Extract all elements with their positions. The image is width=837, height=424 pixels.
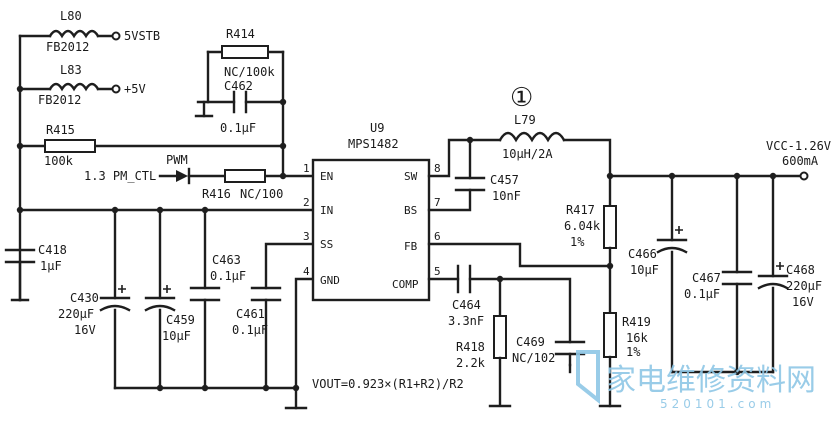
r414-c462-network: R414 NC/100k C462 0.1μF xyxy=(194,27,285,178)
c463-label: C463 xyxy=(212,253,241,267)
l80-value: FB2012 xyxy=(46,40,89,54)
c462-value: 0.1μF xyxy=(220,121,256,135)
pin3-number: 3 xyxy=(303,230,310,243)
c430-voltage: 16V xyxy=(74,323,96,337)
r417-tolerance: 1% xyxy=(570,235,585,249)
c430-value: 220μF xyxy=(58,307,94,321)
l79-label: L79 xyxy=(514,113,536,127)
u9-label: U9 xyxy=(370,121,384,135)
output-capacitors: C466 10μF C467 0.1μF C468 220μF 16V xyxy=(628,174,822,374)
r416-value: NC/100 xyxy=(240,187,283,201)
compensation-network: C464 3.3nF R418 2.2k C469 NC/102 xyxy=(427,264,586,408)
u9-part: MPS1482 xyxy=(348,137,399,151)
c459-label: C459 xyxy=(166,313,195,327)
c464-label: C464 xyxy=(452,298,481,312)
enable-control-path: 1.3 PM_CTL PWM R416 NC/100 xyxy=(84,153,315,201)
pin1-name: EN xyxy=(320,170,333,183)
r419-tolerance: 1% xyxy=(626,345,641,359)
pin5-name: COMP xyxy=(392,278,419,291)
pin4-number: 4 xyxy=(303,265,310,278)
c457-label: C457 xyxy=(490,173,519,187)
pin2-number: 2 xyxy=(303,196,310,209)
r417-label: R417 xyxy=(566,203,595,217)
c469-value: NC/102 xyxy=(512,351,555,365)
c467-value: 0.1μF xyxy=(684,287,720,301)
pin3-name: SS xyxy=(320,238,333,251)
c457-value: 10nF xyxy=(492,189,521,203)
feedback-divider: R417 6.04k 1% R419 16k 1% xyxy=(427,203,651,408)
l83-value: FB2012 xyxy=(38,93,81,107)
net-pm-ctl-label: 1.3 PM_CTL xyxy=(84,169,156,183)
pin8-number: 8 xyxy=(434,162,441,175)
net-5v-label: +5V xyxy=(124,82,146,96)
c467-label: C467 xyxy=(692,271,721,285)
c464-value: 3.3nF xyxy=(448,314,484,328)
watermark: 家电维修资料网 520101.com xyxy=(576,350,816,411)
c461-label: C461 xyxy=(236,307,265,321)
c463-value: 0.1μF xyxy=(210,269,246,283)
pin7-name: BS xyxy=(404,204,417,217)
watermark-text: 家电维修资料网 xyxy=(606,363,816,398)
l80-label: L80 xyxy=(60,9,82,23)
r419-label: R419 xyxy=(622,315,651,329)
pin7-number: 7 xyxy=(434,196,441,209)
pin2-name: IN xyxy=(320,204,333,217)
ferrite-bead-l83: L83 FB2012 +5V xyxy=(38,63,146,107)
r415-value: 100k xyxy=(44,154,74,168)
pin6-number: 6 xyxy=(434,230,441,243)
c468-value: 220μF xyxy=(786,279,822,293)
c461-value: 0.1μF xyxy=(232,323,268,337)
c459-value: 10μF xyxy=(162,329,191,343)
ferrite-bead-l80: L80 FB2012 5VSTB xyxy=(46,9,160,54)
c468-label: C468 xyxy=(786,263,815,277)
pin4-name: GND xyxy=(320,274,340,287)
output-rail: VCC-1.26V 600mA xyxy=(608,139,831,181)
capacitor-c461: C461 0.1μF xyxy=(232,242,315,390)
net-vcc-current: 600mA xyxy=(782,154,819,168)
r416-label: R416 xyxy=(202,187,231,201)
node-marker-1: ① xyxy=(510,83,533,113)
switch-node: ① L79 10μH/2A C457 10nF xyxy=(427,83,612,212)
r418-label: R418 xyxy=(456,340,485,354)
vout-formula: VOUT=0.923×(R1+R2)/R2 xyxy=(312,377,464,391)
r417-value: 6.04k xyxy=(564,219,601,233)
capacitor-c418: C418 1μF xyxy=(4,243,67,302)
pin6-name: FB xyxy=(404,240,418,253)
pin5-number: 5 xyxy=(434,265,441,278)
watermark-url: 520101.com xyxy=(660,397,775,411)
c469-label: C469 xyxy=(516,335,545,349)
r414-label: R414 xyxy=(226,27,255,41)
c466-value: 10μF xyxy=(630,263,659,277)
r419-value: 16k xyxy=(626,331,648,345)
ic-u9: U9 MPS1482 1 EN 2 IN 3 SS 4 GND 8 SW 7 B… xyxy=(303,121,441,302)
c462-label: C462 xyxy=(224,79,253,93)
net-5vstb-label: 5VSTB xyxy=(124,29,160,43)
l79-value: 10μH/2A xyxy=(502,147,553,161)
c430-label: C430 xyxy=(70,291,99,305)
c418-label: C418 xyxy=(38,243,67,257)
c418-value: 1μF xyxy=(40,259,62,273)
pin8-name: SW xyxy=(404,170,418,183)
net-vcc-label: VCC-1.26V xyxy=(766,139,831,153)
r415-label: R415 xyxy=(46,123,75,137)
l83-label: L83 xyxy=(60,63,82,77)
resistor-r415: R415 100k xyxy=(44,123,96,168)
c466-label: C466 xyxy=(628,247,657,261)
r418-value: 2.2k xyxy=(456,356,486,370)
pin1-number: 1 xyxy=(303,162,310,175)
c468-voltage: 16V xyxy=(792,295,814,309)
r414-value: NC/100k xyxy=(224,65,275,79)
ic-ground xyxy=(284,277,315,410)
net-pwm-label: PWM xyxy=(166,153,188,167)
input-rail-wires xyxy=(18,34,315,302)
